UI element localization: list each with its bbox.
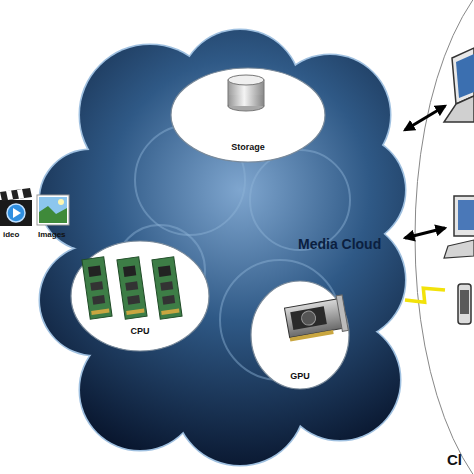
wireless-link — [405, 288, 445, 302]
laptop-icon — [444, 48, 474, 122]
phone-icon — [458, 284, 471, 324]
double-arrow — [405, 228, 445, 238]
media-label: Images — [38, 231, 66, 240]
ellipse-border — [415, 0, 474, 474]
node-label: CPU — [70, 327, 210, 337]
ellipse-border — [251, 281, 349, 389]
ellipse-border — [171, 68, 325, 162]
cloud-fill — [40, 30, 405, 465]
gpu-ellipse: GPU — [250, 280, 350, 390]
cpu-ellipse: CPU — [70, 240, 210, 352]
desktop-icon — [444, 196, 474, 258]
media-label: ideo — [3, 231, 19, 240]
node-label: Cl — [447, 452, 462, 469]
cloud-outline — [40, 30, 405, 465]
clientEllipse-outline — [445, 0, 474, 474]
video-icon — [0, 188, 32, 226]
node-label: Storage — [170, 143, 326, 153]
clients-ellipse: Cl — [445, 0, 474, 474]
ellipse-border — [71, 241, 209, 351]
storage-ellipse: Storage — [170, 67, 326, 163]
node-label: Media Cloud — [298, 237, 381, 252]
cloud-node: Media Cloud StorageCPU GPU — [40, 20, 405, 470]
node-label: GPU — [250, 372, 350, 382]
